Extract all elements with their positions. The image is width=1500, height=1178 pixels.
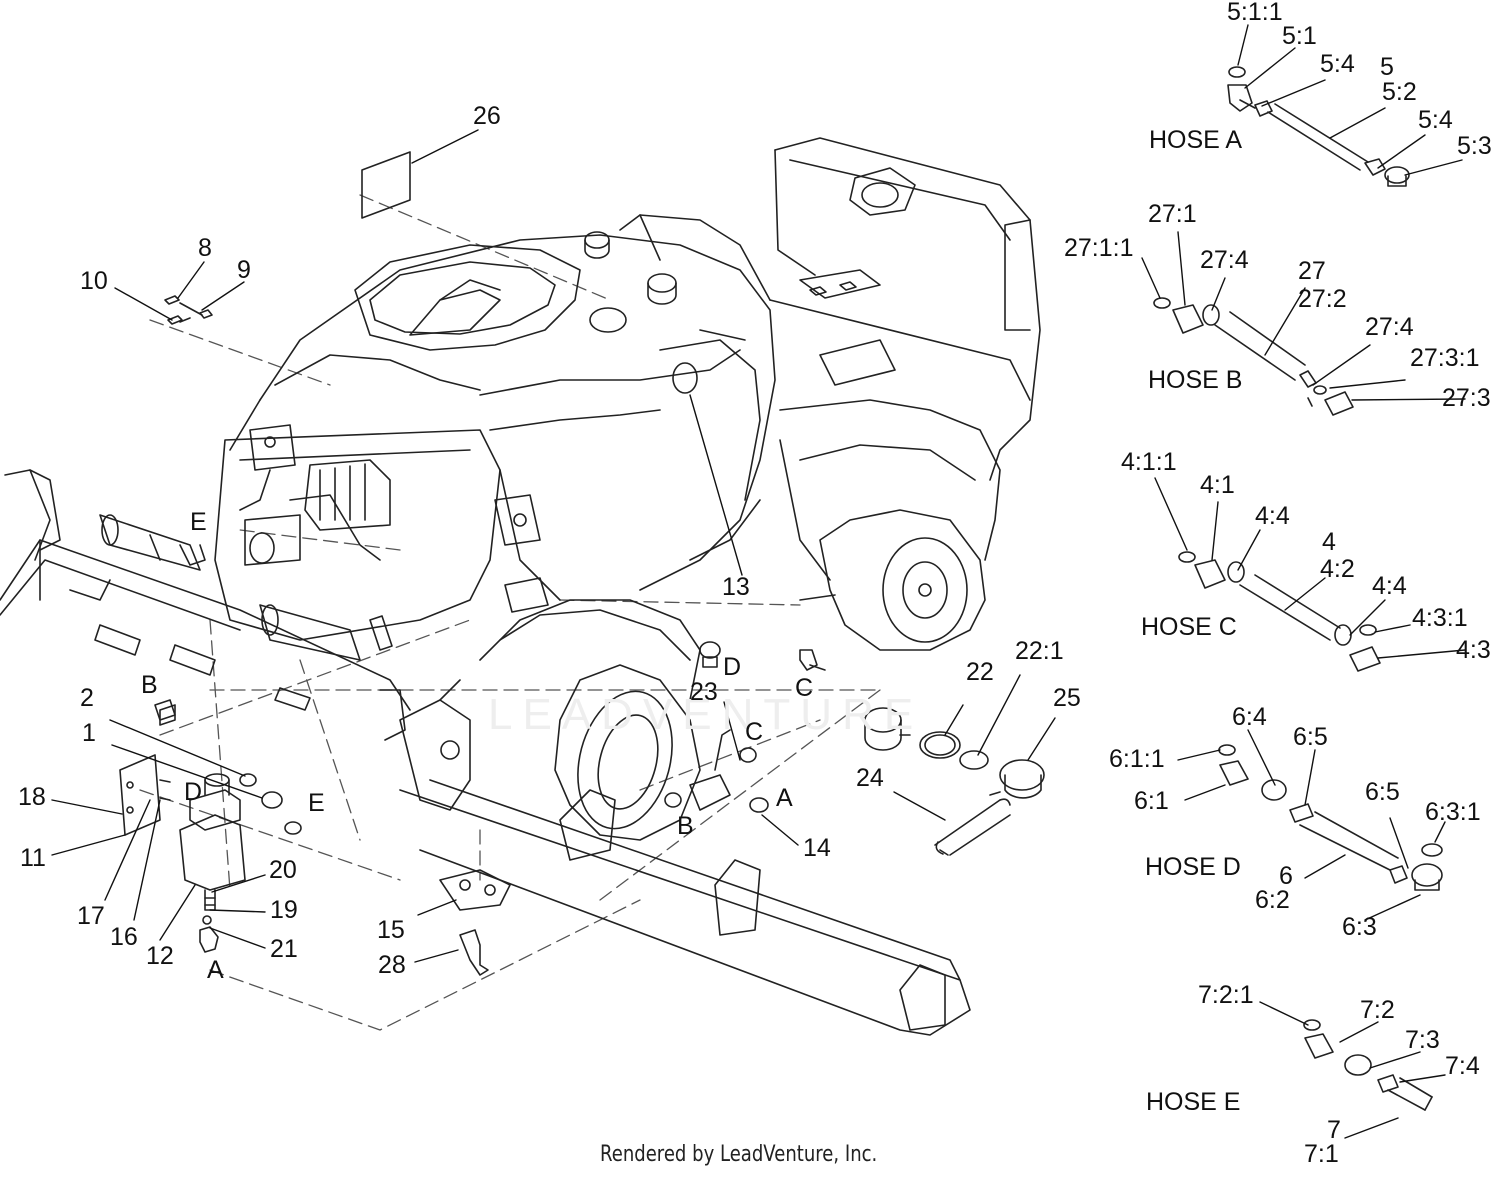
callout-a-left: A: [207, 956, 224, 984]
leader-lines: [51, 24, 1466, 1139]
callout-7-1: 7:1: [1304, 1140, 1339, 1168]
callout-11: 11: [20, 844, 46, 872]
callout-4-2: 4:2: [1320, 555, 1355, 583]
callout-27-1: 27:1: [1148, 200, 1197, 228]
callout-17: 17: [77, 902, 105, 930]
callout-4-1: 4:1: [1200, 471, 1235, 499]
callout-22: 22: [966, 658, 994, 686]
callout-27-3-1: 27:3:1: [1410, 344, 1480, 372]
callout-7: 7: [1327, 1116, 1341, 1144]
callout-27: 27: [1298, 257, 1326, 285]
callout-28: 28: [378, 951, 406, 979]
callout-18: 18: [18, 783, 46, 811]
callout-d-left: D: [184, 778, 203, 806]
callout-24: 24: [856, 764, 884, 792]
callout-27-3: 27:3: [1442, 384, 1491, 412]
callout-4-1-1: 4:1:1: [1121, 448, 1177, 476]
callout-1: 1: [82, 719, 96, 747]
callout-d-right: D: [723, 653, 742, 681]
callout-5-2: 5:2: [1382, 78, 1417, 106]
callout-4-4-a: 4:4: [1255, 502, 1290, 530]
callout-7-3: 7:3: [1405, 1026, 1440, 1054]
callout-5: 5: [1380, 53, 1394, 81]
callout-21: 21: [270, 935, 298, 963]
callout-b-mid: B: [677, 812, 694, 840]
callout-5-4-a: 5:4: [1320, 50, 1355, 78]
label-hose-d: HOSE D: [1145, 853, 1241, 881]
callout-c-mid: C: [745, 718, 764, 746]
label-hose-e: HOSE E: [1146, 1088, 1241, 1116]
fill-components: [864, 707, 1045, 856]
callout-7-2-1: 7:2:1: [1198, 981, 1254, 1009]
callout-25: 25: [1053, 684, 1081, 712]
callout-20: 20: [269, 856, 297, 884]
callout-4-4-b: 4:4: [1372, 572, 1407, 600]
callout-2: 2: [80, 684, 94, 712]
callout-5-4-b: 5:4: [1418, 106, 1453, 134]
watermark: LEADVENTURE: [488, 690, 924, 739]
callout-6-3-1: 6:3:1: [1425, 798, 1481, 826]
hose-a-assembly: [1227, 66, 1410, 187]
decal-part-26: [361, 151, 411, 219]
assembly-guide-lines: [139, 194, 881, 1031]
callout-22-1: 22:1: [1015, 637, 1064, 665]
pump-assembly-12: [119, 699, 302, 953]
callout-7-2: 7:2: [1360, 996, 1395, 1024]
callout-27-4-a: 27:4: [1200, 246, 1249, 274]
callout-9: 9: [237, 256, 251, 284]
callout-e-pump: E: [308, 789, 325, 817]
callout-10: 10: [80, 267, 108, 295]
callout-6-1: 6:1: [1134, 787, 1169, 815]
loose-fittings: [159, 641, 826, 976]
callout-6-3: 6:3: [1342, 913, 1377, 941]
label-hose-c: HOSE C: [1141, 613, 1237, 641]
callout-a-mid: A: [776, 784, 793, 812]
callout-8: 8: [198, 234, 212, 262]
callout-6-5-b: 6:5: [1365, 778, 1400, 806]
callout-4: 4: [1322, 528, 1336, 556]
hose-c-assembly: [1178, 551, 1381, 672]
callout-b-left: B: [141, 671, 158, 699]
callout-5-1: 5:1: [1282, 22, 1317, 50]
hose-d-assembly: [1218, 744, 1443, 891]
callout-27-1-1: 27:1:1: [1064, 234, 1134, 262]
callout-4-3-1: 4:3:1: [1412, 604, 1468, 632]
label-hose-b: HOSE B: [1148, 366, 1243, 394]
hose-b-assembly: [1153, 297, 1354, 416]
vehicle-body: [0, 137, 1041, 1036]
callout-5-3: 5:3: [1457, 132, 1492, 160]
callout-26: 26: [473, 102, 501, 130]
callout-5-1-1: 5:1:1: [1227, 0, 1283, 26]
callout-12: 12: [146, 942, 174, 970]
callout-15: 15: [377, 916, 405, 944]
callout-27-2: 27:2: [1298, 285, 1347, 313]
callout-c-top: C: [795, 674, 814, 702]
callout-4-3: 4:3: [1456, 636, 1491, 664]
callout-6-4: 6:4: [1232, 703, 1267, 731]
callout-16: 16: [110, 923, 138, 951]
callout-6-2: 6:2: [1255, 886, 1290, 914]
callout-27-4-b: 27:4: [1365, 313, 1414, 341]
footer-credit: Rendered by LeadVenture, Inc.: [600, 1142, 878, 1167]
callout-6: 6: [1279, 862, 1293, 890]
callout-6-5-a: 6:5: [1293, 723, 1328, 751]
callout-14: 14: [803, 834, 831, 862]
callout-23: 23: [690, 678, 718, 706]
callout-e-left: E: [190, 508, 207, 536]
label-hose-a: HOSE A: [1149, 126, 1243, 154]
callout-6-1-1: 6:1:1: [1109, 745, 1165, 773]
small-fittings-8-9-10: [164, 295, 213, 325]
callout-19: 19: [270, 896, 298, 924]
callout-7-4: 7:4: [1445, 1052, 1480, 1080]
callout-13: 13: [722, 573, 750, 601]
